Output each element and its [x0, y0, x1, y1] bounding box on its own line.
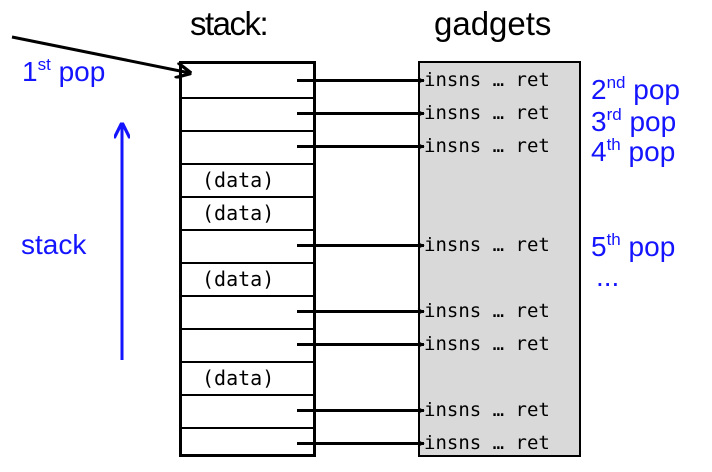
stack-slot: (data)	[182, 262, 313, 297]
stack-slot: (data)	[182, 361, 313, 396]
fifth-pop-suffix: th	[606, 230, 621, 249]
stack-slot: (data)	[182, 196, 313, 231]
fifth-pop-label: 5th pop	[591, 230, 676, 262]
gadget-entry: insns … ret	[424, 431, 550, 454]
first-pop-suffix: st	[37, 55, 51, 74]
stack-slot	[182, 394, 313, 429]
stack-slot	[182, 328, 313, 363]
pointer-arrows	[297, 77, 425, 447]
gadget-entry: insns … ret	[424, 233, 550, 256]
second-pop-suffix: nd	[606, 73, 626, 92]
first-pop-number: 1	[22, 56, 38, 87]
fourth-pop-suffix: th	[606, 135, 621, 154]
stack-pointer-arrow	[11, 35, 190, 73]
first-pop-word: pop	[58, 56, 106, 87]
stack-direction-label: stack	[21, 229, 87, 260]
second-pop-label: 2nd pop	[591, 73, 680, 105]
fifth-pop-number: 5	[591, 231, 607, 262]
stack-slot-data: (data)	[202, 267, 275, 291]
first-pop-label: 1st pop	[22, 55, 106, 87]
stack-column: (data) (data) (data) (data)	[179, 61, 316, 457]
gadget-entry: insns … ret	[424, 68, 550, 91]
stack-slot-data: (data)	[202, 201, 275, 225]
fourth-pop-number: 4	[591, 136, 607, 167]
gadgets-panel	[418, 61, 581, 457]
stack-slot: (data)	[182, 163, 313, 198]
fourth-pop-label: 4th pop	[591, 135, 676, 167]
more-pops-ellipsis: ...	[596, 261, 620, 292]
fifth-pop-word: pop	[628, 231, 676, 262]
stack-slot	[182, 130, 313, 165]
gadget-entry: insns … ret	[424, 398, 550, 421]
stack-slot-data: (data)	[202, 366, 275, 390]
stack-slot	[182, 229, 313, 264]
second-pop-number: 2	[591, 74, 607, 105]
gadget-entry: insns … ret	[424, 101, 550, 124]
gadget-entry: insns … ret	[424, 134, 550, 157]
third-pop-word: pop	[629, 106, 677, 137]
third-pop-suffix: rd	[606, 105, 622, 124]
third-pop-number: 3	[591, 106, 607, 137]
second-pop-word: pop	[633, 74, 680, 105]
gadget-entry: insns … ret	[424, 299, 550, 322]
stack-slot	[182, 427, 313, 462]
stack-title: stack:	[190, 5, 269, 42]
gadget-entry: insns … ret	[424, 332, 550, 355]
stack-slot	[182, 295, 313, 330]
gadgets-title: gadgets	[434, 5, 552, 42]
stack-slot	[182, 97, 313, 132]
fourth-pop-word: pop	[628, 136, 676, 167]
stack-slot-data: (data)	[202, 168, 275, 192]
third-pop-label: 3rd pop	[591, 105, 677, 137]
